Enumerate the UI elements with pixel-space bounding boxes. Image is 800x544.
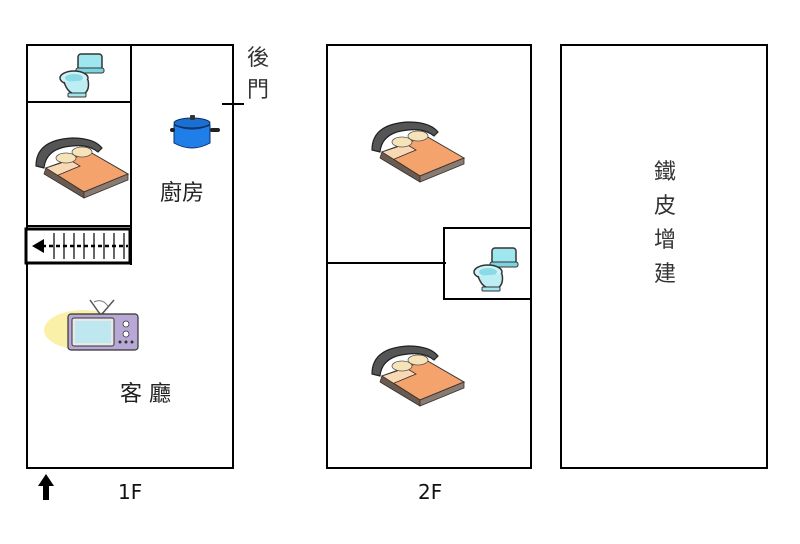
stairs-icon bbox=[24, 227, 132, 265]
living-room-label: 客 廳 bbox=[120, 382, 171, 407]
bed-icon bbox=[32, 130, 130, 200]
toilet-icon bbox=[56, 50, 106, 100]
floor1-bathroom-wall bbox=[26, 101, 132, 103]
back-door-marker bbox=[222, 103, 244, 105]
floor1-label: 1F bbox=[118, 480, 143, 504]
extension-label-4: 建 bbox=[653, 262, 676, 287]
cooking-pot-icon bbox=[170, 113, 222, 153]
bed-icon bbox=[368, 114, 466, 184]
back-door-label-1: 後 bbox=[246, 46, 269, 71]
back-door-label-2: 門 bbox=[246, 78, 269, 103]
extension-label-2: 皮 bbox=[653, 194, 676, 219]
tv-icon bbox=[44, 296, 144, 356]
floor2-label: 2F bbox=[418, 480, 443, 504]
toilet-icon bbox=[470, 244, 520, 294]
extension-label-3: 增 bbox=[653, 228, 676, 253]
floor1-bedroom-wall bbox=[26, 225, 132, 227]
kitchen-label: 廚房 bbox=[160, 181, 205, 206]
entrance-arrow-icon bbox=[36, 472, 56, 502]
floor2-bathroom bbox=[443, 227, 532, 300]
floor2-divider-wall bbox=[326, 262, 446, 264]
bed-icon bbox=[368, 338, 466, 408]
floor1-inner-wall bbox=[130, 44, 132, 265]
extension-outline bbox=[560, 44, 768, 469]
extension-label-1: 鐵 bbox=[653, 160, 676, 185]
